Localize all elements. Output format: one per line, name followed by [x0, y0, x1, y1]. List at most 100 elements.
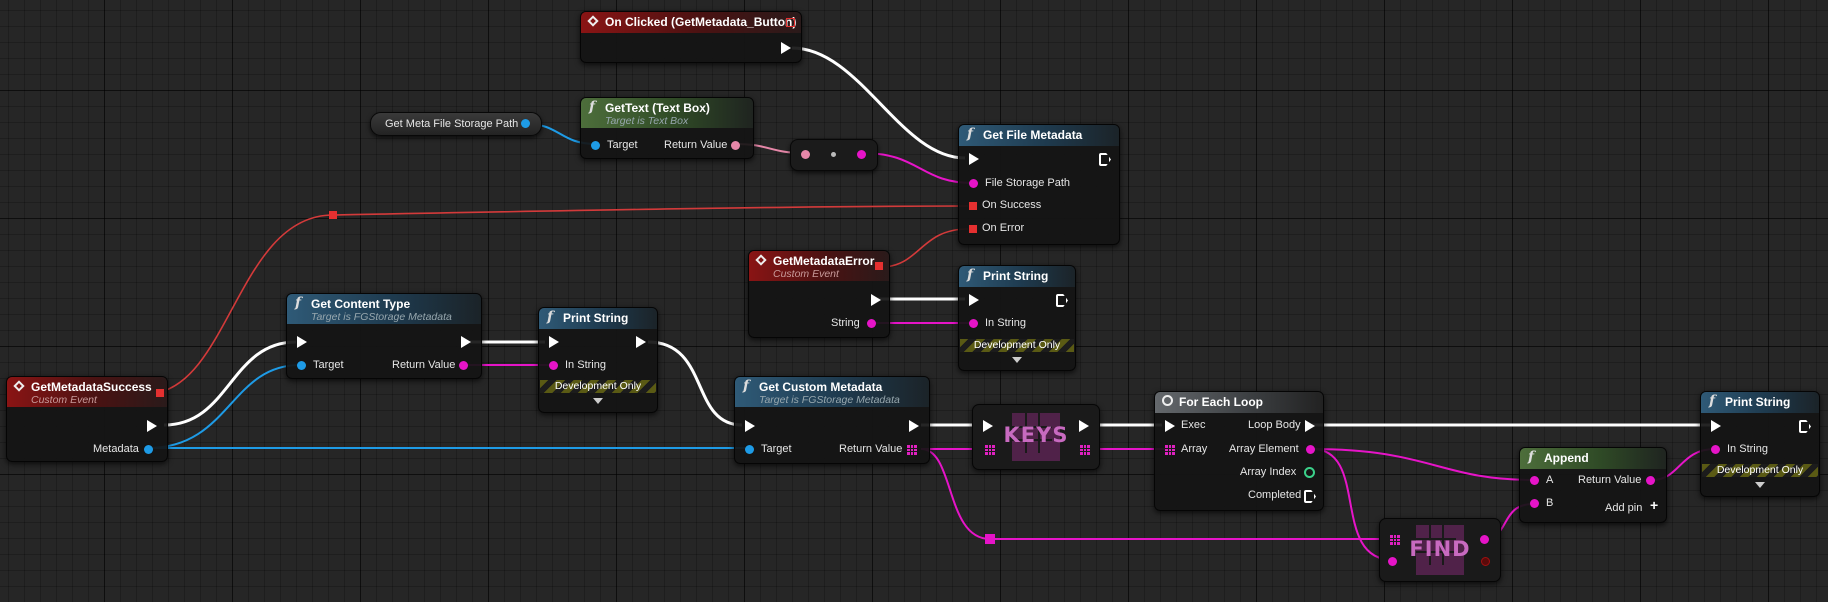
- node-header: GetMetadataSuccess Custom Event: [7, 377, 167, 407]
- exec-input-pin[interactable]: [745, 420, 755, 432]
- get-custom-metadata-node[interactable]: f Get Custom Metadata Target is FGStorag…: [734, 376, 930, 464]
- pin-label: Return Value: [1578, 474, 1642, 486]
- exec-input-pin[interactable]: [969, 153, 979, 165]
- add-pin-plus-icon[interactable]: +: [1650, 497, 1659, 513]
- on-clicked-event-node[interactable]: On Clicked (GetMetadata_Button): [580, 11, 802, 63]
- expand-chevron-icon[interactable]: [1755, 482, 1765, 488]
- delegate-output-pin[interactable]: [875, 262, 883, 270]
- exec-output-pin[interactable]: [909, 420, 919, 432]
- exec-output-pin[interactable]: [871, 294, 881, 306]
- in-string-input-pin[interactable]: [1711, 445, 1720, 454]
- function-icon: f: [967, 126, 974, 142]
- string-output-pin[interactable]: [857, 150, 866, 159]
- exec-output-pin[interactable]: [781, 42, 791, 54]
- get-metadata-success-event-node[interactable]: GetMetadataSuccess Custom Event Metadata: [6, 376, 168, 462]
- exec-input-pin[interactable]: [1711, 420, 1721, 432]
- append-string-node[interactable]: f Append A Return Value B Add pin +: [1519, 447, 1667, 523]
- development-only-strip: Development Only: [960, 339, 1074, 352]
- object-wire: [147, 364, 301, 449]
- delegate-output-pin[interactable]: [786, 18, 795, 27]
- loop-body-output-pin[interactable]: [1305, 420, 1315, 432]
- in-string-input-pin[interactable]: [969, 319, 978, 328]
- text-input-pin[interactable]: [801, 150, 810, 159]
- on-error-delegate-pin[interactable]: [969, 225, 977, 233]
- key-input-pin[interactable]: [1388, 557, 1397, 566]
- exec-output-pin[interactable]: [1799, 420, 1811, 433]
- exec-input-pin[interactable]: [1165, 420, 1175, 432]
- exec-output-pin[interactable]: [1099, 153, 1111, 166]
- map-keys-node[interactable]: KEYS: [972, 404, 1100, 470]
- exec-input-pin[interactable]: [969, 294, 979, 306]
- function-icon: f: [967, 267, 974, 283]
- return-value-output-pin[interactable]: [1646, 476, 1655, 485]
- completed-output-pin[interactable]: [1304, 490, 1316, 503]
- metadata-output-pin[interactable]: [144, 445, 153, 454]
- exec-output-pin[interactable]: [636, 336, 646, 348]
- add-pin-button[interactable]: Add pin: [1605, 502, 1643, 514]
- node-title: GetMetadataSuccess: [31, 380, 152, 394]
- loop-icon: [1162, 395, 1173, 406]
- file-storage-path-input-pin[interactable]: [969, 179, 978, 188]
- delegate-wire: [332, 205, 969, 216]
- exec-output-pin[interactable]: [147, 420, 157, 432]
- expand-chevron-icon[interactable]: [593, 398, 603, 404]
- node-label: KEYS: [1003, 423, 1069, 447]
- function-icon: f: [295, 295, 302, 311]
- print-string-content-node[interactable]: f Print String In String Development Onl…: [538, 307, 658, 413]
- exec-output-pin[interactable]: [1079, 420, 1089, 432]
- node-title: Get Content Type: [311, 297, 411, 311]
- array-output-pin[interactable]: [1080, 445, 1090, 455]
- on-success-delegate-pin[interactable]: [969, 202, 977, 210]
- expand-chevron-icon[interactable]: [1012, 357, 1022, 363]
- node-subtitle: Target is Text Box: [605, 115, 689, 127]
- node-title: On Clicked (GetMetadata_Button): [605, 15, 797, 29]
- exec-output-pin[interactable]: [461, 336, 471, 348]
- function-icon: f: [743, 378, 750, 394]
- text-to-string-conversion-node[interactable]: [790, 139, 878, 171]
- map-input-pin[interactable]: [1390, 535, 1400, 545]
- node-title: GetMetadataError: [773, 254, 875, 268]
- for-each-loop-node[interactable]: For Each Loop Exec Loop Body Array Array…: [1154, 391, 1324, 511]
- node-header: f Print String: [539, 308, 657, 329]
- gettext-node[interactable]: f GetText (Text Box) Target is Text Box …: [580, 97, 754, 159]
- conversion-dot: [831, 152, 836, 157]
- node-header: On Clicked (GetMetadata_Button): [581, 12, 801, 33]
- exec-input-pin[interactable]: [983, 420, 993, 432]
- pin-label: File Storage Path: [985, 177, 1070, 189]
- in-string-input-pin[interactable]: [549, 361, 558, 370]
- exec-input-pin[interactable]: [549, 336, 559, 348]
- exec-wire: [647, 340, 743, 427]
- array-input-pin[interactable]: [1165, 445, 1175, 455]
- object-output-pin[interactable]: [521, 119, 530, 128]
- map-find-node[interactable]: FIND: [1379, 518, 1501, 582]
- a-input-pin[interactable]: [1530, 476, 1539, 485]
- exec-input-pin[interactable]: [297, 336, 307, 348]
- string-output-pin[interactable]: [459, 361, 468, 370]
- node-header: f Get File Metadata: [959, 125, 1119, 146]
- pin-label: Array: [1181, 443, 1208, 455]
- meta-file-storage-path-variable-node[interactable]: Get Meta File Storage Path: [370, 112, 542, 136]
- delegate-output-pin[interactable]: [156, 389, 164, 397]
- value-output-pin[interactable]: [1480, 535, 1489, 544]
- text-output-pin[interactable]: [731, 141, 740, 150]
- target-input-pin[interactable]: [745, 445, 754, 454]
- node-subtitle: Target is FGStorage Metadata: [311, 311, 452, 323]
- node-header: GetMetadataError Custom Event: [749, 251, 889, 281]
- print-string-final-node[interactable]: f Print String In String Development Onl…: [1700, 391, 1820, 497]
- exec-output-pin[interactable]: [1056, 294, 1068, 307]
- array-element-output-pin[interactable]: [1306, 445, 1315, 454]
- map-output-pin[interactable]: [907, 445, 917, 455]
- map-input-pin[interactable]: [985, 445, 995, 455]
- string-output-pin[interactable]: [867, 319, 876, 328]
- get-metadata-error-event-node[interactable]: GetMetadataError Custom Event String: [748, 250, 890, 338]
- pin-label: Loop Body: [1248, 419, 1301, 431]
- get-file-metadata-node[interactable]: f Get File Metadata File Storage Path On…: [958, 124, 1120, 245]
- b-input-pin[interactable]: [1530, 499, 1539, 508]
- target-input-pin[interactable]: [297, 361, 306, 370]
- target-input-pin[interactable]: [591, 141, 600, 150]
- get-content-type-node[interactable]: f Get Content Type Target is FGStorage M…: [286, 293, 482, 379]
- array-index-output-pin[interactable]: [1304, 467, 1315, 478]
- node-header: f Get Custom Metadata Target is FGStorag…: [735, 377, 929, 407]
- found-output-pin[interactable]: [1481, 557, 1490, 566]
- print-string-error-node[interactable]: f Print String In String Development Onl…: [958, 265, 1076, 371]
